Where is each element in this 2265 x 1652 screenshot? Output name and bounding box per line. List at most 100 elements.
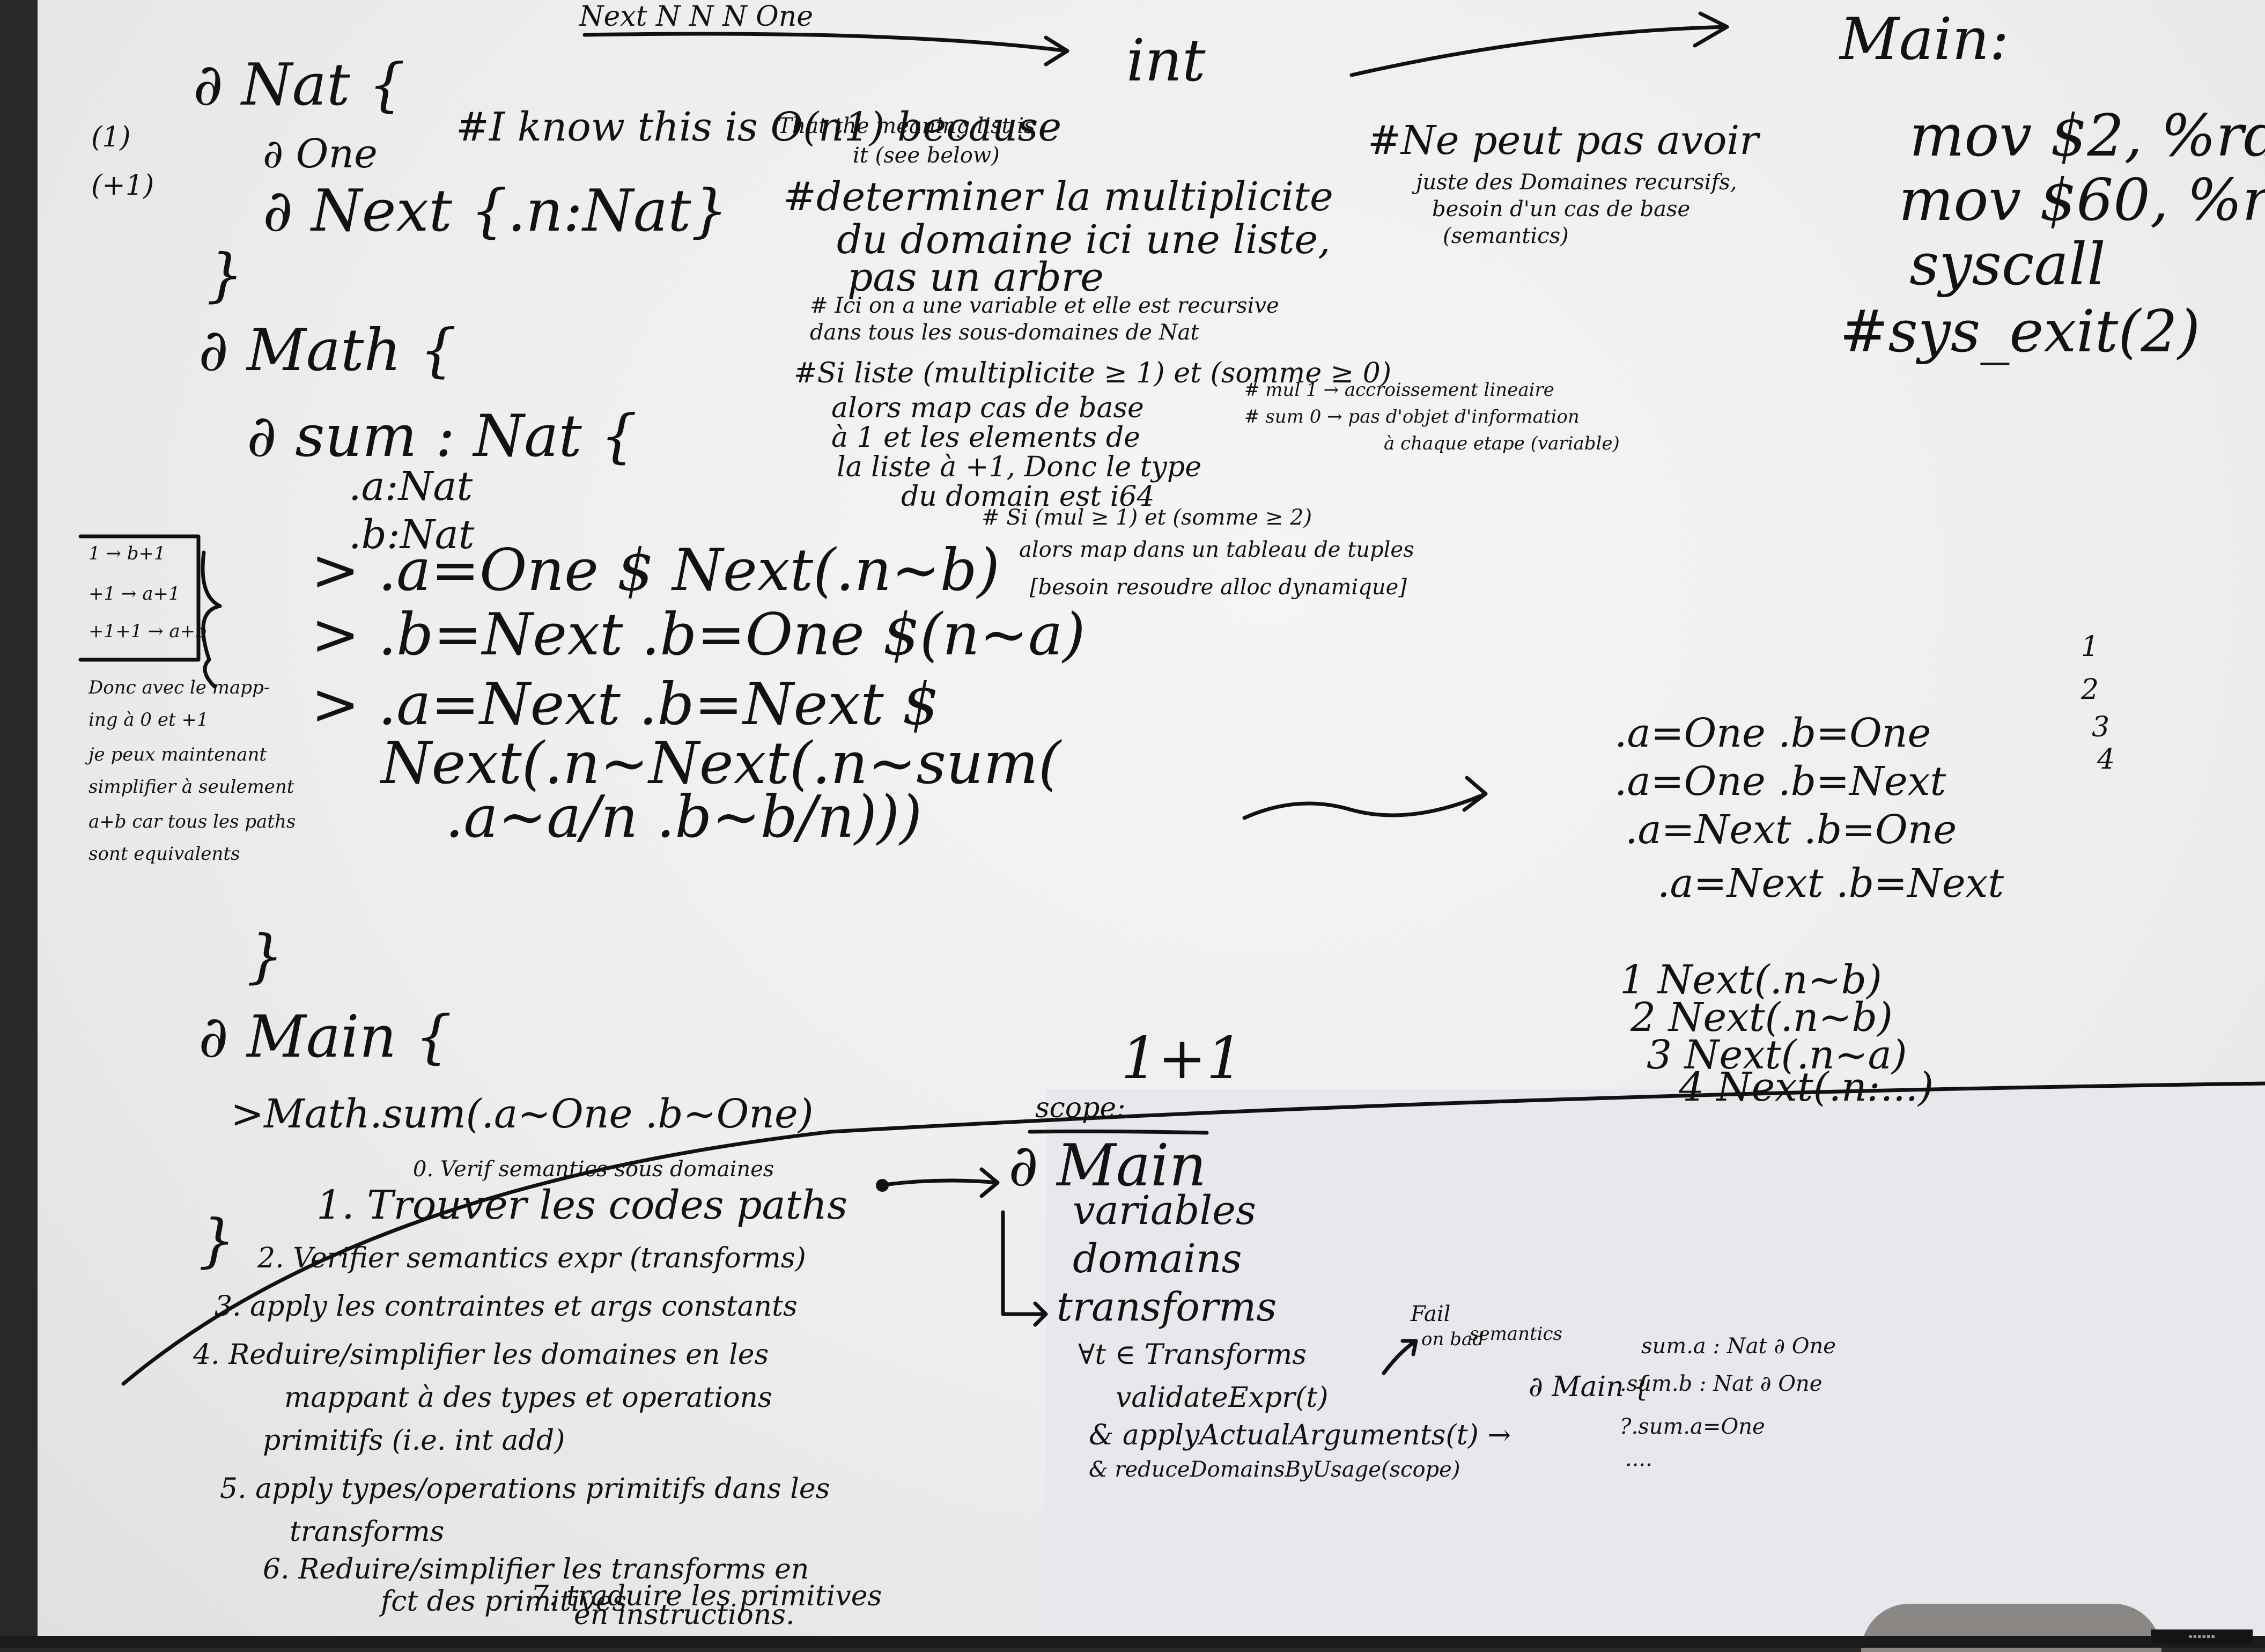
main-line-1: >Math.sum(.a~One .b~One) — [231, 1091, 814, 1137]
recursive-note-2: besoin d'un cas de base — [1432, 197, 1691, 222]
scope-underline — [1028, 1129, 1209, 1135]
scope-line-0: scope: — [1035, 1092, 1126, 1124]
list-note-0: #Si liste (multiplicite ≥ 1) et (somme ≥… — [794, 357, 1392, 389]
math-line-3: .b:Nat — [349, 512, 475, 558]
math-line-7: Next(.n~Next(.n~sum( — [381, 730, 1061, 797]
scope-line-1: ∂ Main — [1008, 1132, 1207, 1199]
left-note-1: ing à 0 et +1 — [88, 709, 209, 731]
fail-arrow — [1382, 1339, 1418, 1375]
case-1: .a=One .b=Next — [1614, 758, 1946, 805]
math-line-6: > .a=Next .b=Next $ — [311, 671, 939, 738]
math-line-0: ∂ Math { — [198, 317, 457, 384]
scope-line-2: variables — [1073, 1188, 1256, 1234]
left-bracket-0: 1 → b+1 — [88, 543, 166, 564]
nat-line-3: } — [206, 242, 244, 309]
result-line-1: sum.a : Nat ∂ One — [1641, 1334, 1836, 1359]
expansion-0: 1 Next(.n~b) — [1620, 957, 1882, 1003]
step-5: mappant à des types et operations — [284, 1382, 772, 1414]
expansion-2: 3 Next(.n~a) — [1647, 1032, 1907, 1078]
determine-note-2: pas un arbre — [847, 254, 1104, 300]
squiggle-arrow — [1242, 776, 1488, 820]
transform-line-3: & reduceDomainsByUsage(scope) — [1089, 1457, 1460, 1482]
know-note-2: it (see below) — [853, 143, 1000, 168]
scope-line-4: transforms — [1057, 1284, 1277, 1330]
margin-count-0: (1) — [91, 121, 131, 153]
transform-line-1: validateExpr(t) — [1116, 1382, 1329, 1414]
case-3: .a=Next .b=Next — [1657, 860, 2004, 906]
transform-line-2: & applyActualArguments(t) → — [1089, 1419, 1511, 1451]
asm-line-4: #sys_exit(2) — [1840, 298, 2201, 365]
case-0: .a=One .b=One — [1614, 710, 1931, 756]
fail-note-0: Fail — [1411, 1302, 1451, 1326]
step-12: en instructions. — [574, 1599, 795, 1631]
variable-note-1: dans tous les sous-domaines de Nat — [810, 320, 1199, 345]
mul-note-1: # sum 0 → pas d'objet d'information — [1244, 406, 1580, 427]
expansion-1: 2 Next(.n~b) — [1630, 994, 1893, 1041]
step-2: 2. Verifier semantics expr (transforms) — [257, 1242, 806, 1274]
asm-line-1: mov $2, %rdi — [1909, 102, 2265, 169]
whiteboard: Next N N N One int ∂ Nat { ∂ One ∂ Next … — [38, 0, 2265, 1648]
step-6: primitifs (i.e. int add) — [263, 1425, 565, 1457]
asm-line-2: mov $60, %rax — [1899, 167, 2265, 234]
lower-board-panel — [1046, 1089, 2265, 1648]
list-note-1: alors map cas de base — [831, 392, 1144, 424]
math-line-5: > .b=Next .b=One $(n~a) — [311, 601, 1086, 668]
nat-line-2: ∂ Next {.n:Nat} — [263, 178, 728, 245]
nat-line-0: ∂ Nat { — [193, 51, 405, 119]
tuple-note-0: # Si (mul ≥ 1) et (somme ≥ 2) — [982, 505, 1312, 530]
arrow-top-heading — [582, 32, 1069, 67]
mul-note-0: # mul 1 → accroissement lineaire — [1244, 379, 1554, 401]
scope-bracket — [1001, 1210, 1048, 1327]
expansion-3: 4 Next(.n:...) — [1679, 1064, 1934, 1110]
mul-note-2: à chaque etape (variable) — [1384, 433, 1620, 454]
wordmark-logo: ▪▪▪▪▪▪ — [2151, 1629, 2253, 1643]
main-line-2: } — [198, 1207, 235, 1274]
case-number-2: 3 — [2092, 711, 2110, 743]
asm-line-0: Main: — [1840, 6, 2009, 73]
step-9: 6. Reduire/simplifier les transforms en — [263, 1553, 809, 1585]
transform-line-0: ∀t ∈ Transforms — [1078, 1339, 1307, 1371]
variable-note-0: # Ici on a une variable et elle est recu… — [810, 293, 1279, 318]
left-note-4: a+b car tous les paths — [88, 811, 296, 832]
list-note-4: du domain est i64 — [901, 481, 1155, 513]
determine-note-1: du domaine ici une liste, — [837, 217, 1331, 263]
marker-strokes — [78, 11, 2265, 1386]
margin-count-1: (+1) — [91, 169, 154, 202]
recursive-note-1: juste des Domaines recursifs, — [1416, 170, 1737, 195]
marker-tray — [0, 1636, 2265, 1648]
math-line-9: } — [247, 923, 284, 990]
result-line-4: .... — [1625, 1447, 1652, 1471]
left-bracket-1: +1 → a+1 — [88, 583, 180, 604]
left-curly-brace — [201, 550, 222, 689]
left-note-5: sont equivalents — [88, 843, 240, 865]
math-line-4: > .a=One $ Next(.n~b) — [311, 537, 1000, 604]
math-line-2: .a:Nat — [349, 463, 473, 510]
fail-note-1: on bad — [1421, 1329, 1484, 1350]
step-4: 4. Reduire/simplifier les domaines en le… — [193, 1339, 769, 1371]
main-line-0: ∂ Main { — [198, 1004, 452, 1071]
recursive-note-3: (semantics) — [1443, 224, 1569, 248]
tuple-note-2: [besoin resoudre alloc dynamique] — [1030, 575, 1407, 600]
result-line-2: .sum.b : Nat ∂ One — [1620, 1371, 1823, 1396]
step-7: 5. apply types/operations primitifs dans… — [220, 1473, 830, 1505]
math-line-8: .a~a/n .b~b/n))) — [445, 784, 923, 851]
recursive-note-0: #Ne peut pas avoir — [1368, 117, 1759, 164]
case-number-0: 1 — [2081, 631, 2099, 663]
case-2: .a=Next .b=One — [1625, 807, 1957, 853]
left-note-3: simplifier à seulement — [88, 776, 294, 798]
step-11: 7. traduire les primitives — [531, 1580, 882, 1612]
fail-note-2: semantics — [1470, 1323, 1563, 1345]
arrow-int-to-main — [1349, 11, 1729, 77]
scope-arrow — [877, 1167, 1000, 1198]
math-line-1: ∂ sum : Nat { — [247, 403, 637, 470]
diagonal-divider-line — [121, 1081, 2265, 1386]
left-note-2: je peux maintenant — [88, 744, 267, 765]
scope-dot — [876, 1179, 889, 1192]
step-3: 3. apply les contraintes et args constan… — [215, 1290, 798, 1323]
top-heading: Next N N N One — [579, 1, 814, 33]
left-bracket-box — [78, 534, 201, 662]
know-note-1: That the meaning list is — [778, 114, 1035, 138]
step-1: 1. Trouver les codes paths — [316, 1182, 848, 1228]
tuple-note-1: alors map dans un tableau de tuples — [1019, 537, 1414, 562]
one-plus-one: 1+1 — [1121, 1025, 1243, 1092]
